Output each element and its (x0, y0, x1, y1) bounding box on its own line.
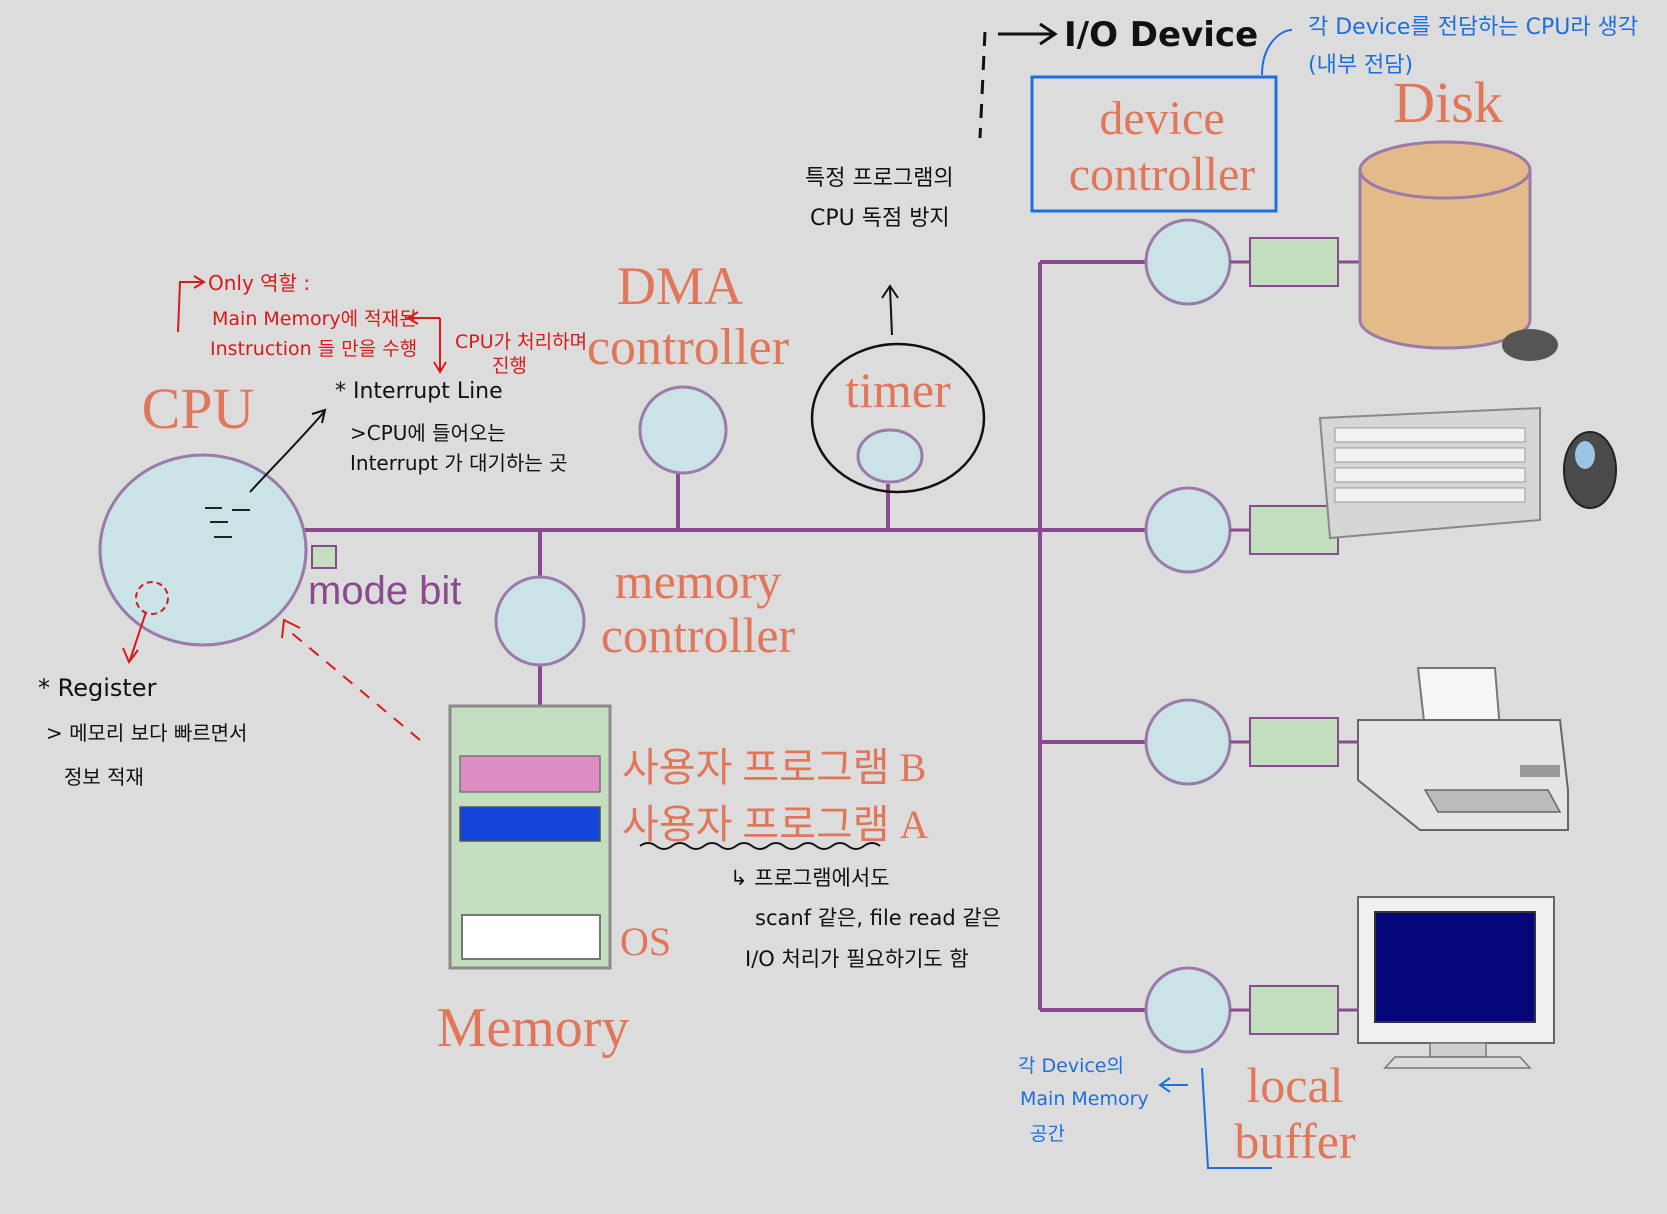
disk-buffer-box (1249, 237, 1339, 287)
io-device-label: I/O Device (1064, 15, 1258, 55)
disk-controller-circle (1144, 218, 1232, 306)
register-arrow-icon (122, 647, 139, 664)
memctrl-label-line1: memory (615, 553, 782, 609)
device-nodes (1144, 218, 1360, 1054)
memory-unit: 사용자 프로그램 B 사용자 프로그램 A OS Memory (437, 704, 929, 1059)
monitor-icon (1357, 896, 1555, 1069)
interrupt-line2: >CPU에 들어오는 (350, 421, 506, 445)
program-a-label: 사용자 프로그램 A (622, 802, 929, 847)
register-note: * Register > 메모리 보다 빠르면서 정보 적재 (38, 611, 247, 789)
timer-note-line2: CPU 독점 방지 (810, 206, 950, 231)
program-a-underline (639, 842, 881, 850)
interrupt-line3: Interrupt 가 대기하는 곳 (350, 451, 568, 475)
dma-label-line1: DMA (617, 256, 743, 316)
cpu-circle (98, 453, 308, 647)
cpu-role-side2: 진행 (492, 355, 527, 377)
device-note: 각 Device를 전담하는 CPU라 생각 (내부 전담) (1261, 15, 1638, 78)
device-note-line1: 각 Device를 전담하는 CPU라 생각 (1308, 15, 1638, 40)
program-io-line3: I/O 처리가 필요하기도 함 (745, 947, 969, 971)
keyboard-icon (1318, 329, 1558, 540)
receiver-icon (1502, 329, 1558, 361)
timer-unit: timer (810, 342, 986, 494)
cpu-role-line1: Only 역할 : (208, 271, 310, 295)
keyboard-controller-circle (1144, 486, 1232, 574)
memory-to-cpu-arrow (281, 618, 421, 741)
mode-bit-label: mode bit (308, 569, 461, 613)
os-segment (461, 914, 601, 960)
interrupt-line-marks (205, 507, 250, 538)
program-b-label: 사용자 프로그램 B (622, 745, 926, 790)
disk-label: Disk (1393, 70, 1503, 135)
interrupt-line1: * Interrupt Line (335, 379, 503, 404)
local-buffer-note-line1: 각 Device의 (1018, 1055, 1124, 1077)
cpu-role-side1: CPU가 처리하며 (455, 331, 587, 353)
memory-to-cpu-arrow-icon (281, 618, 301, 639)
cpu-unit: CPU mode bit (98, 376, 461, 647)
local-buffer-note-line2: Main Memory (1020, 1088, 1149, 1110)
memory-label: Memory (437, 997, 630, 1059)
keyboard-buffer-box (1249, 505, 1339, 555)
register-marker (135, 581, 169, 615)
local-buffer-line2: buffer (1234, 1113, 1356, 1169)
memctrl-label-line2: controller (601, 607, 796, 663)
register-line3: 정보 적재 (64, 765, 144, 789)
cpu-label: CPU (142, 376, 255, 441)
program-io-line2: scanf 같은, file read 같은 (755, 906, 1001, 930)
memory-controller: memory controller (494, 553, 796, 667)
dma-circle (638, 385, 728, 475)
printer-buffer-box (1249, 717, 1339, 767)
timer-note: 특정 프로그램의 CPU 독점 방지 (805, 166, 954, 336)
cpu-role-line2: Main Memory에 적재된 (212, 308, 417, 330)
timer-highlight-circle (810, 342, 986, 494)
device-controller-box (1030, 75, 1278, 213)
device-controller-line2: controller (1069, 148, 1256, 201)
interrupt-arrow-icon (311, 408, 327, 424)
program-io-line1: ↳ 프로그램에서도 (730, 866, 890, 890)
timer-circle (856, 428, 924, 484)
os-label: OS (620, 919, 671, 964)
local-buffer-note: 각 Device의 Main Memory 공간 (1018, 1055, 1272, 1169)
interrupt-note: * Interrupt Line >CPU에 들어오는 Interrupt 가 … (249, 379, 568, 493)
disk-icon: Disk (1358, 70, 1532, 350)
monitor-controller-circle (1144, 966, 1232, 1054)
program-b-segment (459, 755, 601, 793)
local-buffer-arrow-icon (1158, 1077, 1171, 1093)
local-buffer-line1: local (1246, 1057, 1343, 1113)
printer-icon (1357, 667, 1569, 831)
cpu-role-note: Only 역할 : Main Memory에 적재된 Instruction 들… (177, 271, 587, 377)
dma-label-line2: controller (587, 319, 789, 376)
timer-note-line1: 특정 프로그램의 (805, 166, 954, 191)
mouse-icon (1563, 431, 1617, 509)
io-device-annotation: I/O Device (978, 15, 1258, 139)
dma-controller: DMA controller (587, 256, 789, 475)
local-buffer-note-line3: 공간 (1030, 1123, 1065, 1145)
register-line1: * Register (38, 674, 157, 702)
monitor-buffer-box (1249, 985, 1339, 1035)
program-io-note: ↳ 프로그램에서도 scanf 같은, file read 같은 I/O 처리가… (730, 866, 1001, 971)
device-controller-line1: device (1099, 92, 1224, 145)
mode-bit-box (311, 545, 337, 569)
system-bus (300, 260, 1148, 1012)
device-note-line2: (내부 전담) (1308, 53, 1413, 78)
register-line2: > 메모리 보다 빠르면서 (46, 721, 247, 745)
io-arrow-icon (1039, 22, 1058, 46)
timer-label: timer (845, 362, 951, 418)
memctrl-circle (494, 575, 586, 667)
cpu-role-line3: Instruction 들 만을 수행 (210, 338, 417, 360)
program-a-segment (459, 806, 601, 842)
timer-note-arrow-icon (881, 284, 899, 299)
io-dashed-line (978, 31, 987, 139)
device-controller: device controller (1030, 75, 1278, 213)
printer-controller-circle (1144, 698, 1232, 786)
